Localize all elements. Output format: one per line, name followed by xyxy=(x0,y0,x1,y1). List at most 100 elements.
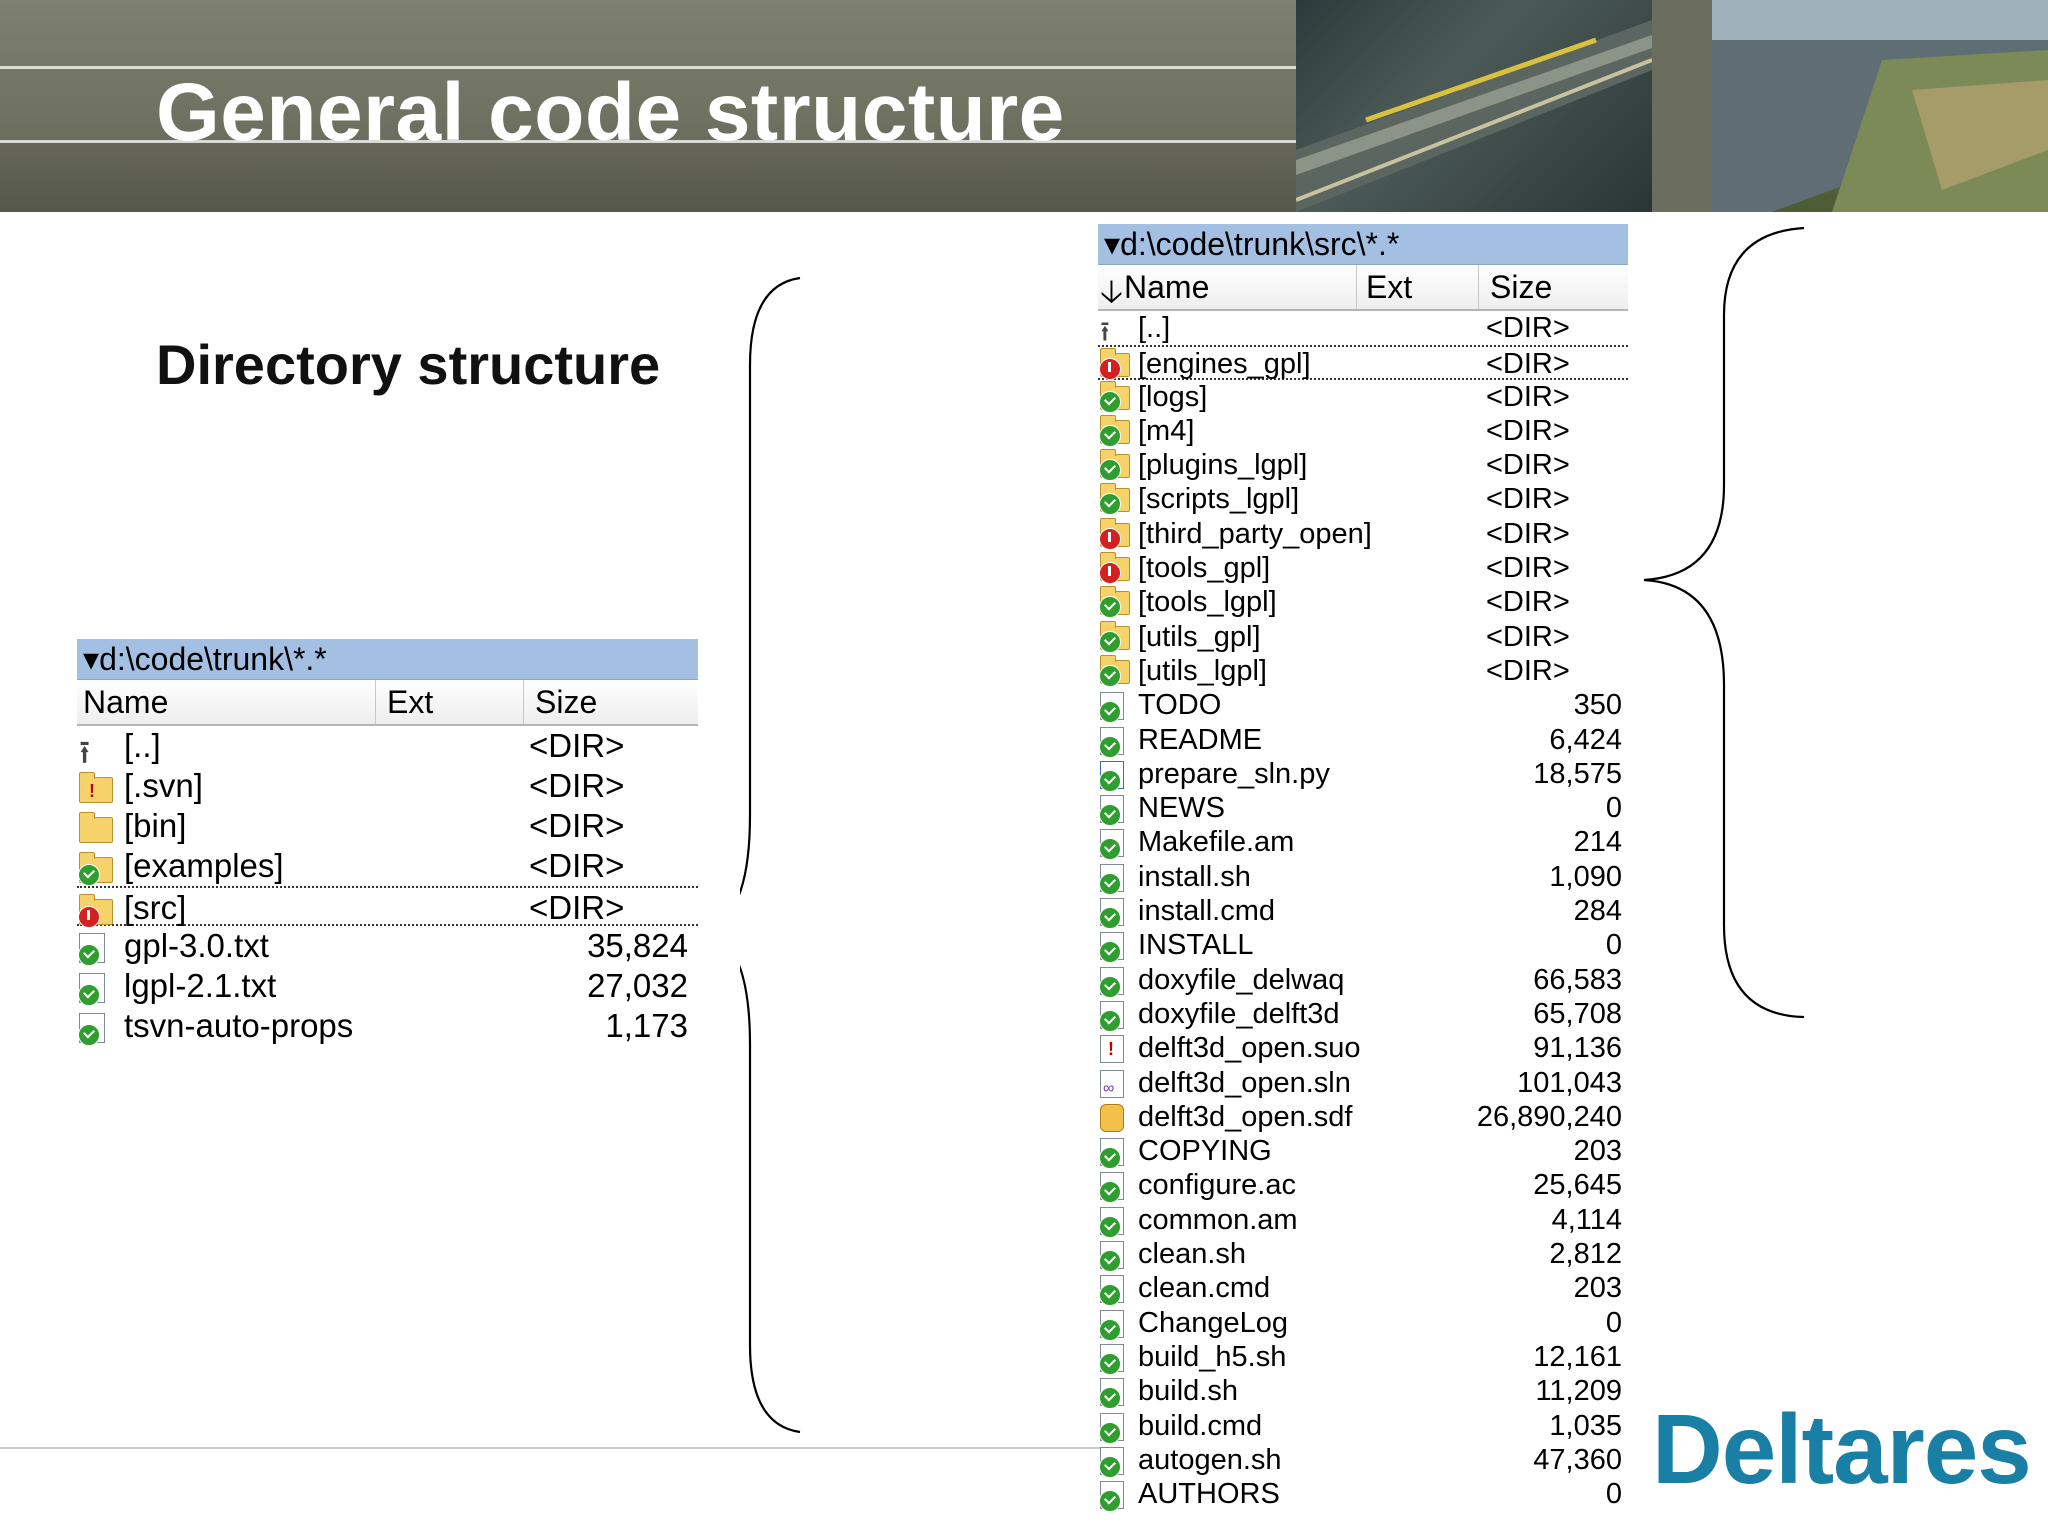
left-file-panel[interactable]: ▾d:\code\trunk\*.* Name Ext Size ⭱ [..] … xyxy=(77,639,698,1046)
file-size: 350 xyxy=(1573,689,1622,722)
column-divider[interactable] xyxy=(1478,265,1479,309)
file-size: 25,645 xyxy=(1533,1169,1622,1202)
file-row[interactable]: [scripts_lgpl]<DIR> xyxy=(1098,482,1628,516)
file-ok-icon xyxy=(1099,863,1124,900)
file-row[interactable]: tsvn-auto-props 1,173 xyxy=(77,1006,698,1046)
file-row[interactable]: [tools_gpl]<DIR> xyxy=(1098,551,1628,585)
file-row[interactable]: [logs]<DIR> xyxy=(1098,380,1628,414)
column-divider[interactable] xyxy=(375,680,376,724)
file-size: 2,812 xyxy=(1549,1238,1622,1271)
file-name: delft3d_open.sln xyxy=(1138,1066,1351,1099)
column-ext-header[interactable]: Ext xyxy=(1366,269,1413,305)
collapse-arrow-icon[interactable]: ▾ xyxy=(83,641,100,677)
file-ok-icon xyxy=(1099,1481,1124,1517)
file-row[interactable]: ! [.svn] <DIR> xyxy=(77,766,698,806)
bridge-photo-drawing xyxy=(1296,20,1652,212)
file-row[interactable]: [m4]<DIR> xyxy=(1098,414,1628,448)
file-name: [.svn] xyxy=(124,767,203,804)
file-name: NEWS xyxy=(1138,792,1225,825)
file-name: install.sh xyxy=(1138,860,1251,893)
sort-arrow-icon[interactable]: 🡣 xyxy=(1100,273,1123,309)
column-name-header[interactable]: Name xyxy=(83,684,169,720)
file-size: 284 xyxy=(1573,895,1622,928)
column-divider[interactable] xyxy=(1356,265,1357,309)
file-row[interactable]: [examples] <DIR> xyxy=(77,846,698,886)
file-ok-icon xyxy=(1099,1309,1124,1346)
up-folder-icon: ⭱ xyxy=(79,734,91,770)
file-name: README xyxy=(1138,723,1263,756)
section-subtitle: Directory structure xyxy=(156,333,661,396)
file-row-selected[interactable]: [engines_gpl]<DIR> xyxy=(1098,345,1628,381)
file-row-selected[interactable]: [src] <DIR> xyxy=(77,886,698,928)
file-size: 214 xyxy=(1573,826,1622,859)
collapse-arrow-icon[interactable]: ▾ xyxy=(1104,226,1121,262)
file-row[interactable]: [third_party_open]<DIR> xyxy=(1098,517,1628,551)
file-row[interactable]: [plugins_lgpl]<DIR> xyxy=(1098,448,1628,482)
file-row[interactable]: [utils_gpl]<DIR> xyxy=(1098,620,1628,654)
column-size-header[interactable]: Size xyxy=(1490,269,1553,305)
column-name-header[interactable]: Name xyxy=(1124,269,1210,305)
file-ok-icon xyxy=(78,1012,105,1052)
file-name: build_h5.sh xyxy=(1138,1340,1287,1373)
file-name: [utils_lgpl] xyxy=(1138,654,1267,687)
file-row[interactable]: ⭱ [..] <DIR> xyxy=(77,726,698,768)
header-rule-top xyxy=(0,66,2048,69)
file-size: <DIR> xyxy=(1486,312,1570,344)
file-row[interactable]: [utils_lgpl]<DIR> xyxy=(1098,654,1628,688)
file-size: <DIR> xyxy=(1486,449,1570,482)
footer-divider xyxy=(0,1447,1100,1449)
file-size: <DIR> xyxy=(529,889,625,926)
column-divider[interactable] xyxy=(523,680,524,724)
file-name: delft3d_open.sdf xyxy=(1138,1100,1353,1133)
file-size: 0 xyxy=(1605,1306,1622,1339)
left-curly-brace xyxy=(740,276,801,1434)
header-band xyxy=(0,142,1300,212)
file-row[interactable]: [bin] <DIR> xyxy=(77,806,698,846)
folder-modified-icon xyxy=(78,894,113,934)
file-row[interactable]: gpl-3.0.txt 35,824 xyxy=(77,926,698,966)
folder-modified-icon xyxy=(1099,517,1130,555)
file-name: [m4] xyxy=(1138,414,1195,447)
right-file-panel[interactable]: ▾d:\code\trunk\src\*.* 🡣 Name Ext Size ⭱… xyxy=(1098,224,1628,1513)
file-name: build.cmd xyxy=(1138,1409,1263,1442)
file-row[interactable]: ⭱[..]<DIR> xyxy=(1098,311,1628,346)
column-size-header[interactable]: Size xyxy=(535,684,598,720)
file-name: [third_party_open] xyxy=(1138,517,1372,550)
column-header[interactable]: Name Ext Size xyxy=(77,680,698,726)
path-bar[interactable]: ▾d:\code\trunk\src\*.* xyxy=(1098,224,1628,265)
file-name: [examples] xyxy=(124,847,284,884)
column-header[interactable]: 🡣 Name Ext Size xyxy=(1098,265,1628,311)
column-ext-header[interactable]: Ext xyxy=(387,684,434,720)
header-rule-bottom xyxy=(0,140,2048,143)
landscape-photo-drawing xyxy=(1712,0,2048,212)
file-ok-icon xyxy=(78,972,105,1012)
file-row[interactable]: lgpl-2.1.txt 27,032 xyxy=(77,966,698,1006)
file-row[interactable]: [tools_lgpl]<DIR> xyxy=(1098,585,1628,619)
path-bar[interactable]: ▾d:\code\trunk\*.* xyxy=(77,639,698,680)
file-size: 203 xyxy=(1573,1272,1622,1305)
